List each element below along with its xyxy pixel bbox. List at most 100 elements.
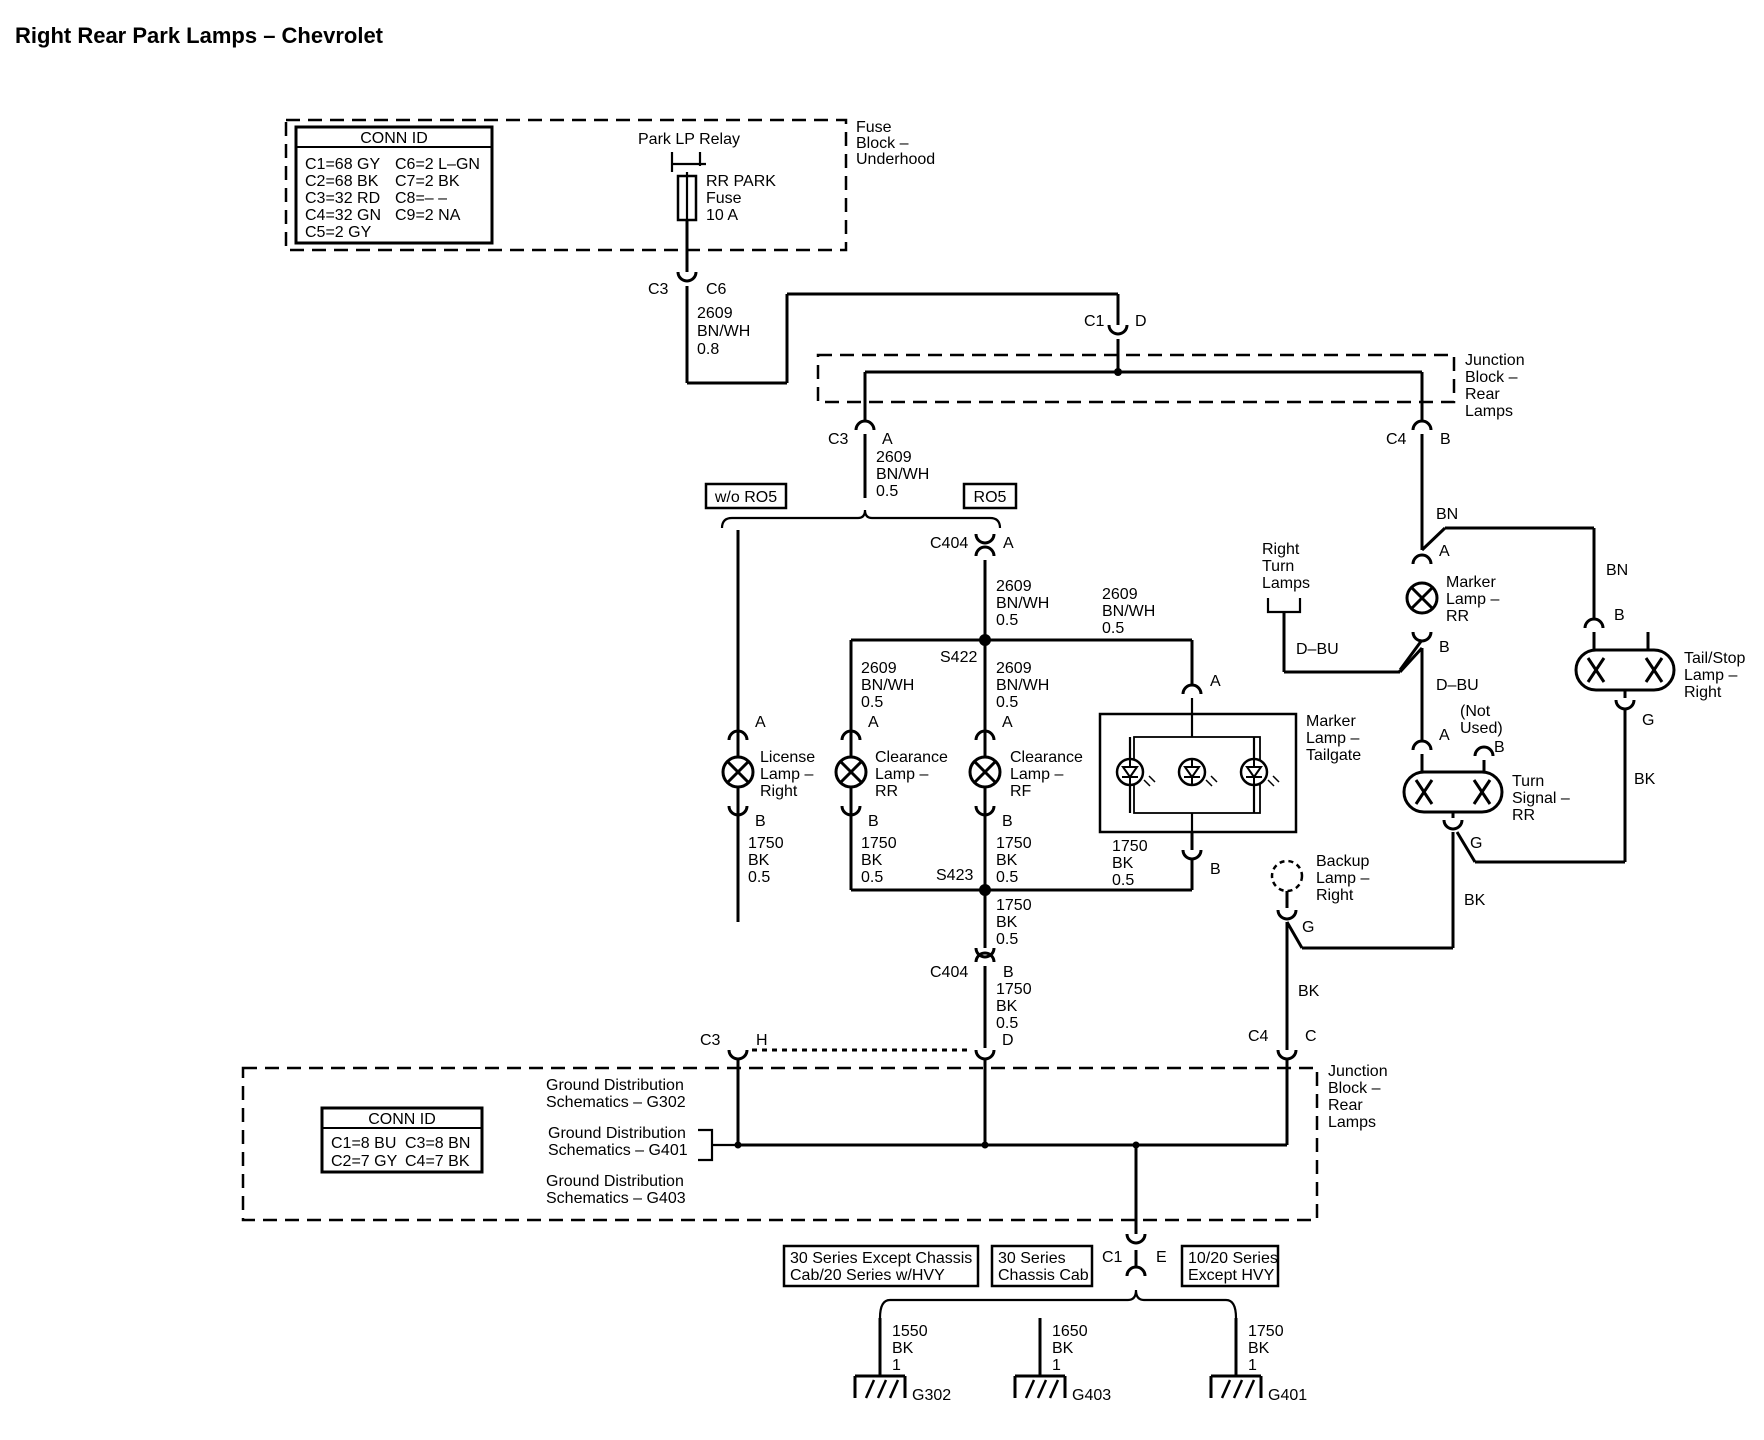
wire-label: BK: [748, 852, 770, 869]
wire-label: 1750: [1248, 1323, 1284, 1340]
pin-label-e: E: [1156, 1249, 1167, 1266]
pin-label: G: [1642, 712, 1654, 729]
ground-id: G302: [912, 1387, 951, 1404]
wire-label: BK: [1112, 855, 1134, 872]
series-middle-1: 30 Series: [998, 1250, 1066, 1267]
fuse-block-underhood: Fuse Block – Underhood CONN ID C1=68 GY …: [284, 118, 935, 252]
clearance-rr-label-3: RR: [875, 783, 898, 800]
pin-label-d-bottom: D: [1002, 1032, 1014, 1049]
conn-id-cell: C1=68 GY: [305, 156, 380, 173]
turn-rr-label-3: RR: [1512, 807, 1535, 824]
backup-lamp-icon: [1270, 859, 1304, 893]
conn-id-cell: C8=– –: [395, 190, 447, 207]
junction-top-label-3: Rear: [1465, 386, 1500, 403]
backup-label-1: Backup: [1316, 853, 1369, 870]
wire-label: 0.5: [996, 931, 1018, 948]
marker-rr-label-1: Marker: [1446, 574, 1496, 591]
conn-label-c3-bottom: C3: [700, 1032, 721, 1049]
c404-bottom-pin: B: [1003, 964, 1014, 981]
connector-c3-bottom-icon: [727, 1048, 749, 1061]
splice-label-s422: S422: [940, 649, 977, 666]
conn-id-cell: C7=2 BK: [395, 173, 460, 190]
conn-id-table-fuse: CONN ID C1=68 GY C6=2 L–GN C2=68 BK C7=2…: [294, 125, 494, 245]
conn-label-c4-jb: C4: [1386, 431, 1407, 448]
ground-g403: 1650 BK 1 G403: [1013, 1318, 1111, 1404]
junction-top-label-4: Lamps: [1465, 403, 1513, 420]
marker-lamp-rr-bulb-icon: [1405, 581, 1439, 615]
turn-not-used-1: (Not: [1460, 703, 1491, 720]
wire-color-label: D–BU: [1296, 641, 1339, 658]
fuse-block-label-2: Block –: [856, 135, 909, 152]
tail-stop-label-2: Lamp –: [1684, 667, 1737, 684]
ground-ref: Ground Distribution: [548, 1125, 686, 1142]
wire-label: 0.5: [996, 694, 1018, 711]
connector-c4-jb-icon: [1411, 419, 1433, 432]
connector-c1-icon: [1107, 323, 1129, 336]
connector-c3-jb-icon: [854, 419, 876, 432]
wire-label: 1550: [892, 1323, 928, 1340]
pin-label-b-jb: B: [1440, 431, 1451, 448]
pin-label: A: [868, 714, 879, 731]
pin-label: B: [755, 813, 766, 830]
wire-color-label: D–BU: [1436, 677, 1479, 694]
pin-label: G: [1470, 835, 1482, 852]
connector-c4-bottom-icon: [1276, 1048, 1298, 1061]
ground-ref: Schematics – G302: [546, 1094, 686, 1111]
wire-label: BK: [1052, 1340, 1074, 1357]
ground-id: G401: [1268, 1387, 1307, 1404]
wire-label: 2609: [876, 449, 912, 466]
connector-d-bottom-icon: [974, 1048, 996, 1061]
tail-stop-label-3: Right: [1684, 684, 1722, 701]
conn-id-header: CONN ID: [368, 1111, 436, 1128]
wire-color-label: BN: [1436, 506, 1458, 523]
fuse-block-label-3: Underhood: [856, 151, 935, 168]
right-turn-label-1: Right: [1262, 541, 1300, 558]
wire-label: 2609: [697, 305, 733, 322]
pin-label: B: [868, 813, 879, 830]
wire-label: BN/WH: [1102, 603, 1155, 620]
junction-bottom-label-3: Rear: [1328, 1097, 1363, 1114]
pin-label: G: [1302, 919, 1314, 936]
conn-id-cell: C6=2 L–GN: [395, 156, 480, 173]
conn-id-cell: C3=8 BN: [405, 1135, 470, 1152]
license-lamp-label-2: Lamp –: [760, 766, 813, 783]
wire-label: BN/WH: [996, 677, 1049, 694]
wire-label: 1: [1248, 1357, 1257, 1374]
wire-label: BK: [996, 914, 1018, 931]
option-label-without-ro5: w/o RO5: [714, 489, 777, 506]
ground-id: G403: [1072, 1387, 1111, 1404]
turn-signal-rr-lamp-icon: [1402, 770, 1504, 814]
wire-label: BK: [1248, 1340, 1270, 1357]
ground-icon: [853, 1374, 907, 1400]
pin-label: A: [1210, 673, 1221, 690]
wire-color-label: BN: [1606, 562, 1628, 579]
page-title: Right Rear Park Lamps – Chevrolet: [15, 23, 384, 48]
option-box-ro5: [962, 482, 1018, 510]
conn-label-c3: C3: [648, 281, 669, 298]
wire-color-label: BK: [1298, 983, 1320, 1000]
wire-color-label: BK: [1464, 892, 1486, 909]
fuse-label-1: RR PARK: [706, 173, 776, 190]
wire-label: 1: [1052, 1357, 1061, 1374]
pin-label-d: D: [1135, 313, 1147, 330]
ground-icon: [1209, 1374, 1263, 1400]
conn-id-cell: C2=7 GY: [331, 1153, 398, 1170]
wire-label: 2609: [1102, 586, 1138, 603]
backup-label-3: Right: [1316, 887, 1354, 904]
series-right-2: Except HVY: [1188, 1267, 1275, 1284]
wire-label: 1750: [996, 835, 1032, 852]
conn-id-header: CONN ID: [360, 130, 428, 147]
wire-label: 1750: [748, 835, 784, 852]
conn-label-c3-jb: C3: [828, 431, 849, 448]
fuse-label-3: 10 A: [706, 207, 738, 224]
pin-label: B: [1439, 639, 1450, 656]
ground-ref: Ground Distribution: [546, 1077, 684, 1094]
tail-stop-label-1: Tail/Stop: [1684, 650, 1745, 667]
turn-rr-label-1: Turn: [1512, 773, 1544, 790]
wire-label: 0.5: [996, 869, 1018, 886]
conn-label-c6: C6: [706, 281, 727, 298]
wire-label: 1750: [861, 835, 897, 852]
wire-label: 2609: [996, 578, 1032, 595]
c404-top-pin: A: [1003, 535, 1014, 552]
